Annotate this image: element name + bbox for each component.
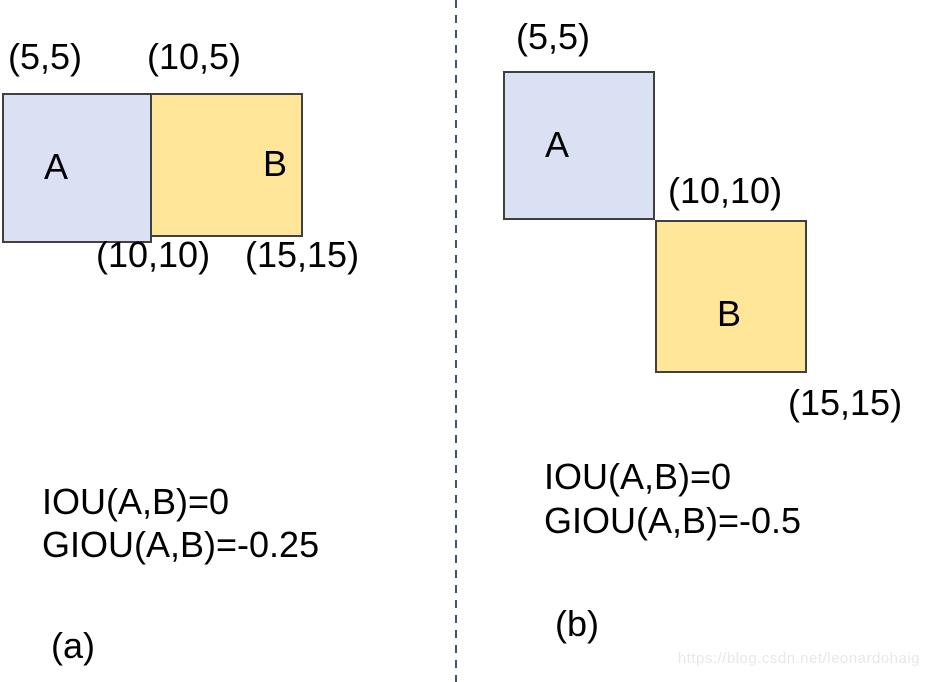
- panel-b-coord-middle: (10,10): [668, 170, 783, 211]
- panel-divider-dashed-line: [455, 0, 457, 682]
- panel-b-coord-top-left: (5,5): [516, 16, 591, 57]
- panel-a-coord-top-left: (5,5): [8, 36, 83, 77]
- panel-a-box-a: A: [2, 93, 152, 243]
- panel-a-box-b-label: B: [262, 143, 287, 185]
- panel-a-coord-bottom-right: (15,15): [245, 234, 360, 275]
- panel-b-giou-value: GIOU(A,B)=-0.5: [544, 500, 802, 541]
- panel-a-giou-value: GIOU(A,B)=-0.25: [42, 524, 320, 565]
- panel-b-box-b: B: [655, 220, 807, 373]
- panel-a-metrics: IOU(A,B)=0 GIOU(A,B)=-0.25: [42, 480, 319, 566]
- panel-a-caption: (a): [51, 625, 95, 666]
- panel-b-iou-value: IOU(A,B)=0: [544, 456, 732, 497]
- watermark-url: https://blog.csdn.net/leonardohaig: [677, 650, 920, 667]
- panel-b-box-b-label: B: [717, 293, 742, 335]
- panel-b-metrics: IOU(A,B)=0 GIOU(A,B)=-0.5: [544, 455, 801, 543]
- panel-b-box-a-label: A: [545, 123, 570, 165]
- panel-a-coord-top-middle: (10,5): [147, 36, 242, 77]
- panel-b-box-a: A: [503, 71, 655, 220]
- panel-b-coord-bottom-right: (15,15): [788, 382, 903, 423]
- panel-a-coord-bottom-middle: (10,10): [96, 234, 211, 275]
- panel-a-iou-value: IOU(A,B)=0: [42, 481, 230, 522]
- panel-b-caption: (b): [555, 603, 599, 644]
- panel-a-box-a-label: A: [44, 146, 69, 188]
- panel-a-box-b: B: [150, 93, 303, 237]
